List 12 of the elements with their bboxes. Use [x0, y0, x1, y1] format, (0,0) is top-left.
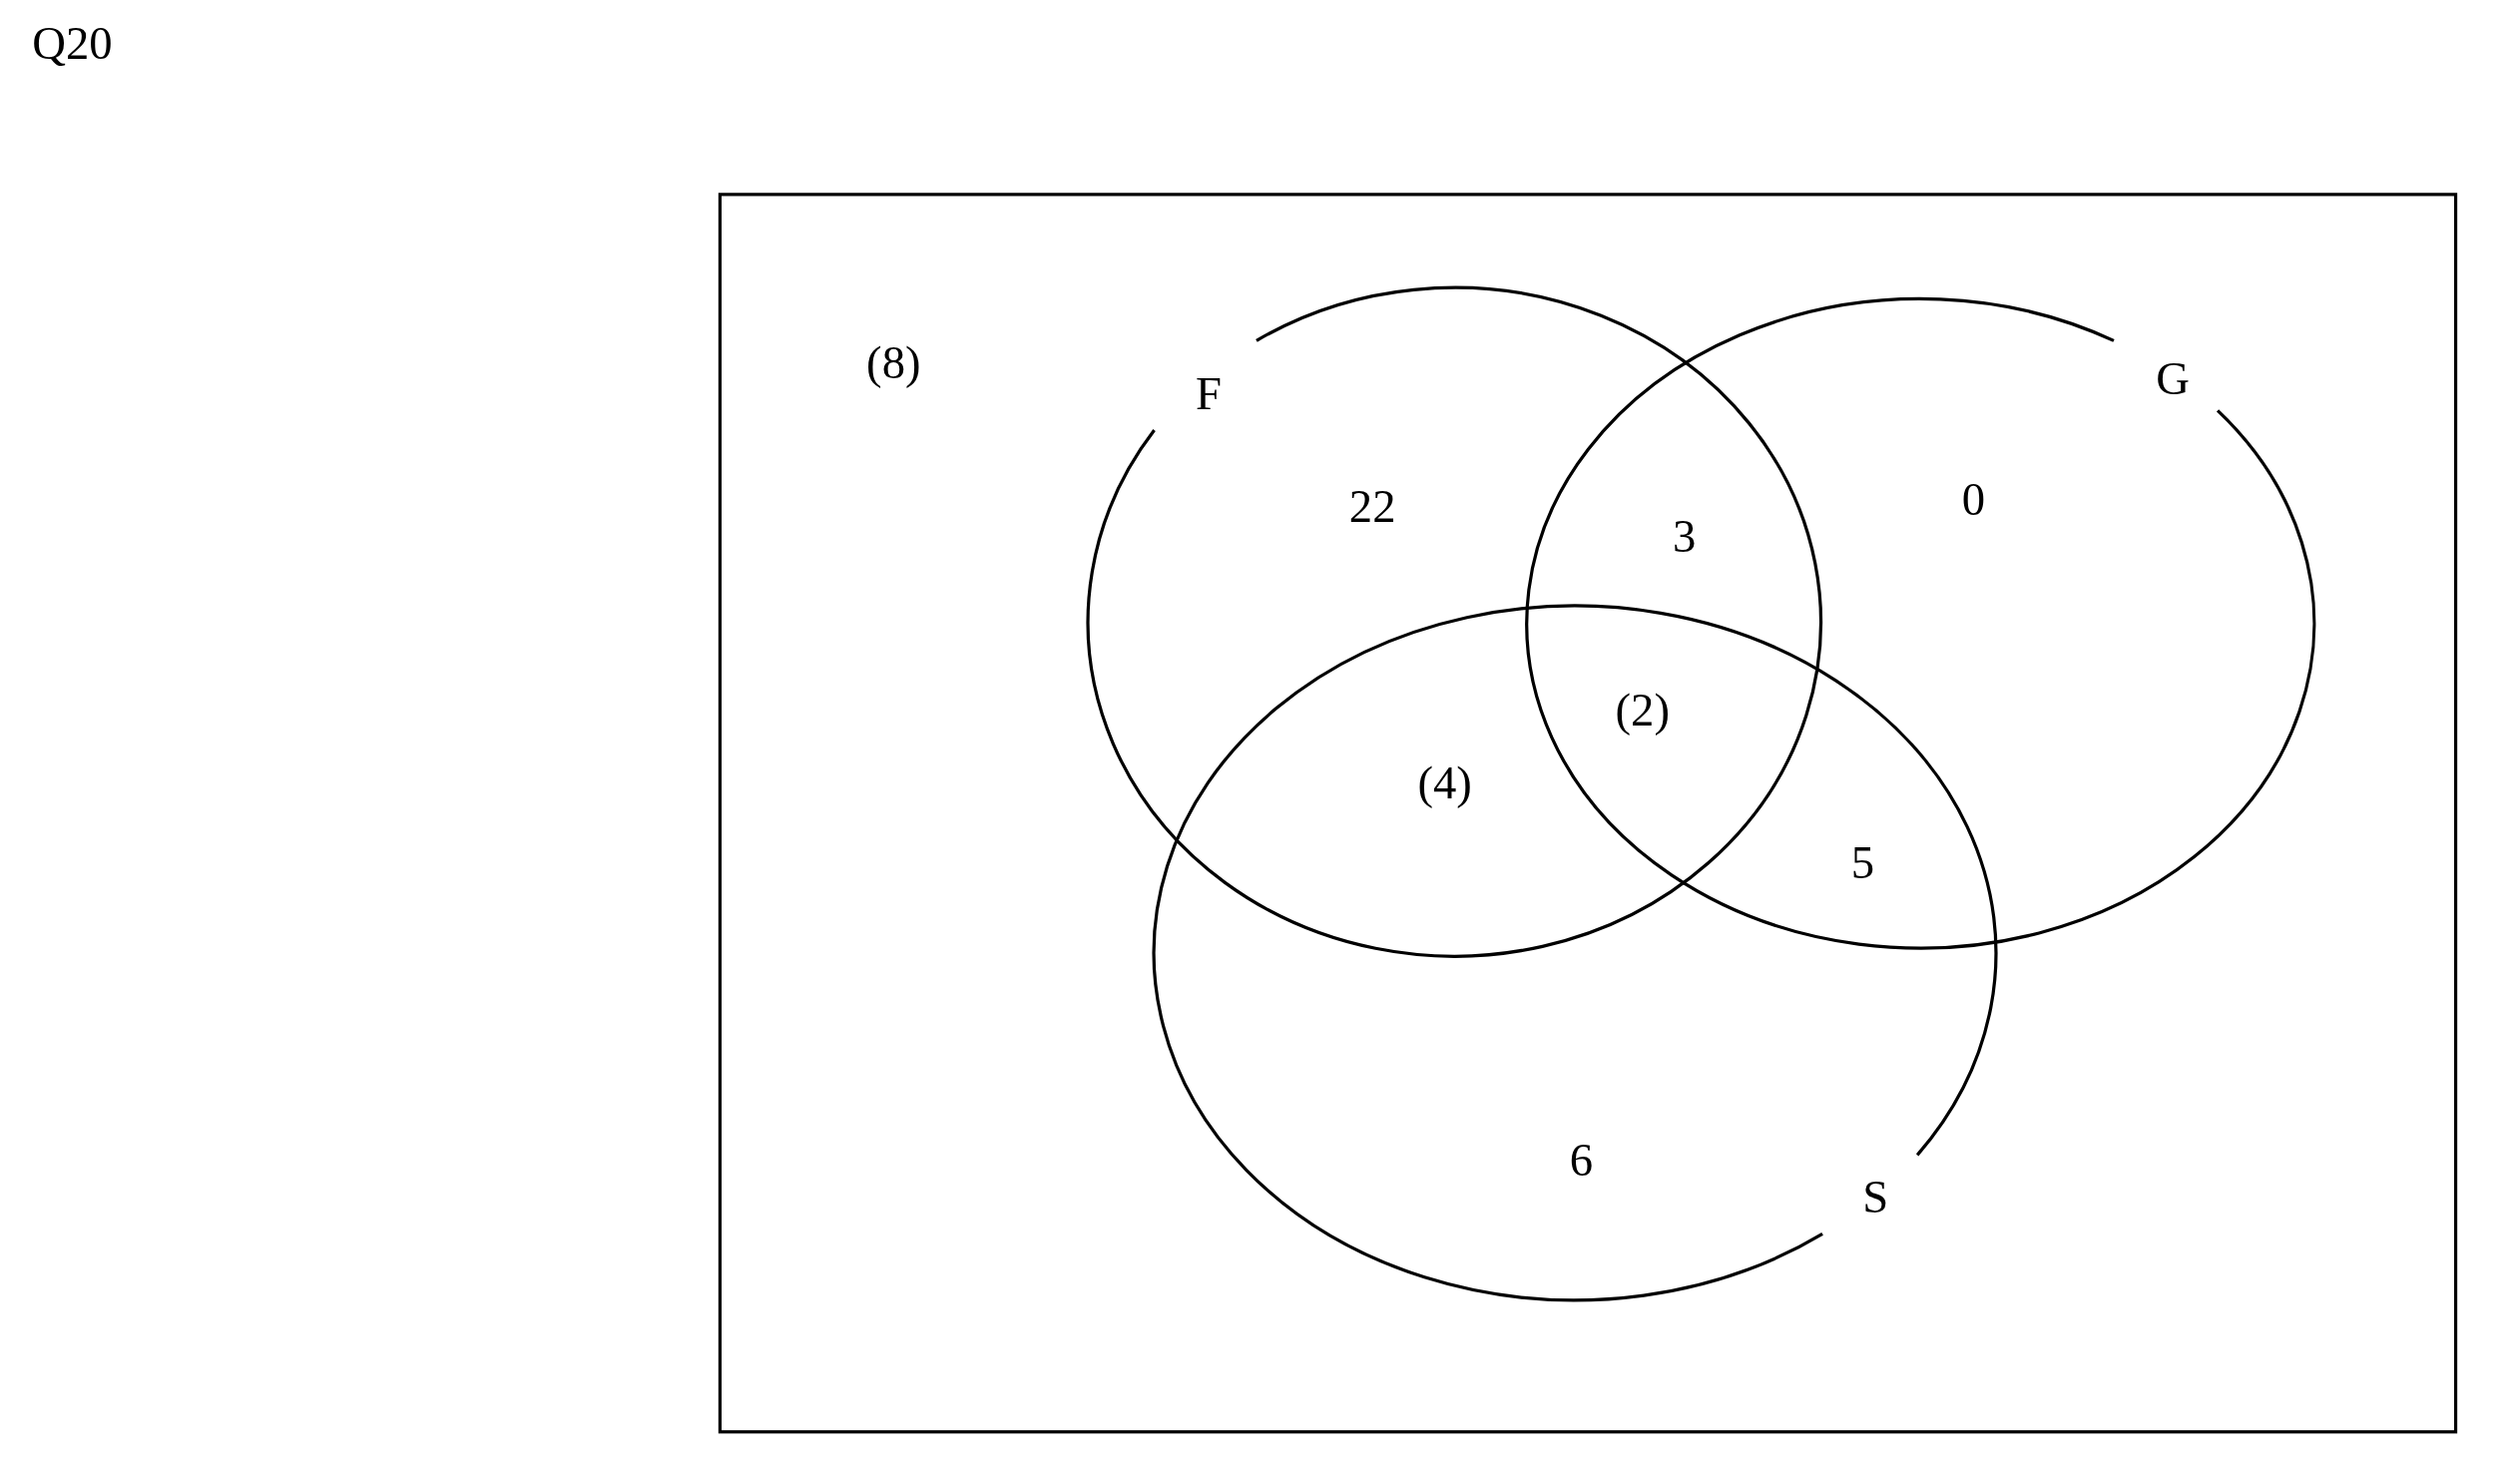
question-number: Q20 — [32, 20, 113, 67]
set-label: F — [1195, 370, 1222, 417]
region-count: (8) — [866, 339, 921, 387]
region-count: 3 — [1672, 513, 1697, 561]
set-label: G — [2156, 355, 2190, 403]
region-count: 6 — [1569, 1137, 1594, 1184]
region-count: 22 — [1348, 482, 1396, 530]
set-label: S — [1862, 1174, 1889, 1221]
region-count: 5 — [1850, 839, 1874, 887]
region-count: 0 — [1961, 476, 1986, 524]
region-count: (4) — [1417, 758, 1472, 806]
region-count: (2) — [1615, 687, 1670, 735]
